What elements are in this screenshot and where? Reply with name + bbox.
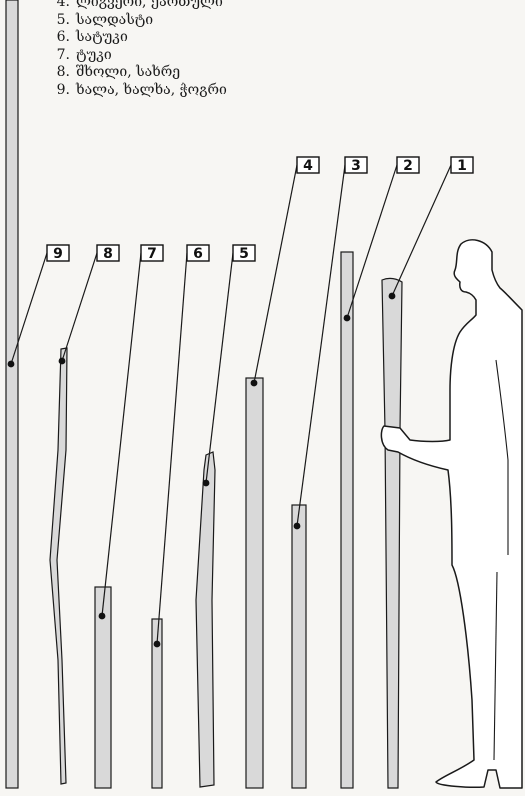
legend-item-7: 7. ტუკი (56, 47, 227, 65)
legend-text: შხოლი, სახრე (76, 64, 180, 80)
legend-item-9: 9. ხალა, ხალხა, ჭოგრი (56, 82, 227, 100)
legend-num: 8. (56, 64, 70, 82)
stick-2 (341, 252, 353, 788)
stick-4 (246, 378, 263, 788)
callout-2: 2 (397, 157, 419, 174)
svg-text:7: 7 (147, 246, 157, 262)
callout-8: 8 (97, 245, 119, 262)
legend-item-5: 5. სალდასტი (56, 12, 227, 30)
svg-text:4: 4 (303, 158, 313, 174)
legend-item-6: 6. სატუკი (56, 29, 227, 47)
svg-text:6: 6 (193, 246, 203, 262)
legend-num: 5. (56, 12, 70, 30)
stick-1 (382, 278, 402, 788)
callout-9: 9 (47, 245, 69, 262)
callout-7: 7 (141, 245, 163, 262)
legend-num: 4. (56, 0, 70, 12)
callout-5: 5 (233, 245, 255, 262)
svg-text:8: 8 (103, 246, 113, 262)
svg-text:1: 1 (457, 158, 467, 174)
stick-8 (50, 348, 67, 784)
svg-text:5: 5 (239, 246, 249, 262)
callout-3: 3 (345, 157, 367, 174)
callout-4: 4 (297, 157, 319, 174)
stick-3 (292, 505, 306, 788)
legend-num: 9. (56, 82, 70, 100)
svg-text:9: 9 (53, 246, 63, 262)
legend: 4. ლიგვერი, ქართული 5. სალდასტი 6. სატუკი 7… (56, 0, 227, 99)
legend-text: ხალა, ხალხა, ჭოგრი (76, 82, 227, 98)
svg-text:3: 3 (351, 158, 361, 174)
person-silhouette (381, 240, 522, 788)
callout-6: 6 (187, 245, 209, 262)
legend-text: ტუკი (76, 47, 112, 63)
legend-text: სატუკი (76, 29, 128, 45)
svg-text:2: 2 (403, 158, 413, 174)
stick-9 (6, 0, 18, 788)
legend-item-8: 8. შხოლი, სახრე (56, 64, 227, 82)
legend-num: 6. (56, 29, 70, 47)
callout-1: 1 (451, 157, 473, 174)
stick-5 (196, 452, 215, 787)
legend-num: 7. (56, 47, 70, 65)
legend-item-4: 4. ლიგვერი, ქართული (56, 0, 227, 12)
legend-text: სალდასტი (76, 12, 153, 28)
legend-text: ლიგვერი, ქართული (76, 0, 223, 10)
